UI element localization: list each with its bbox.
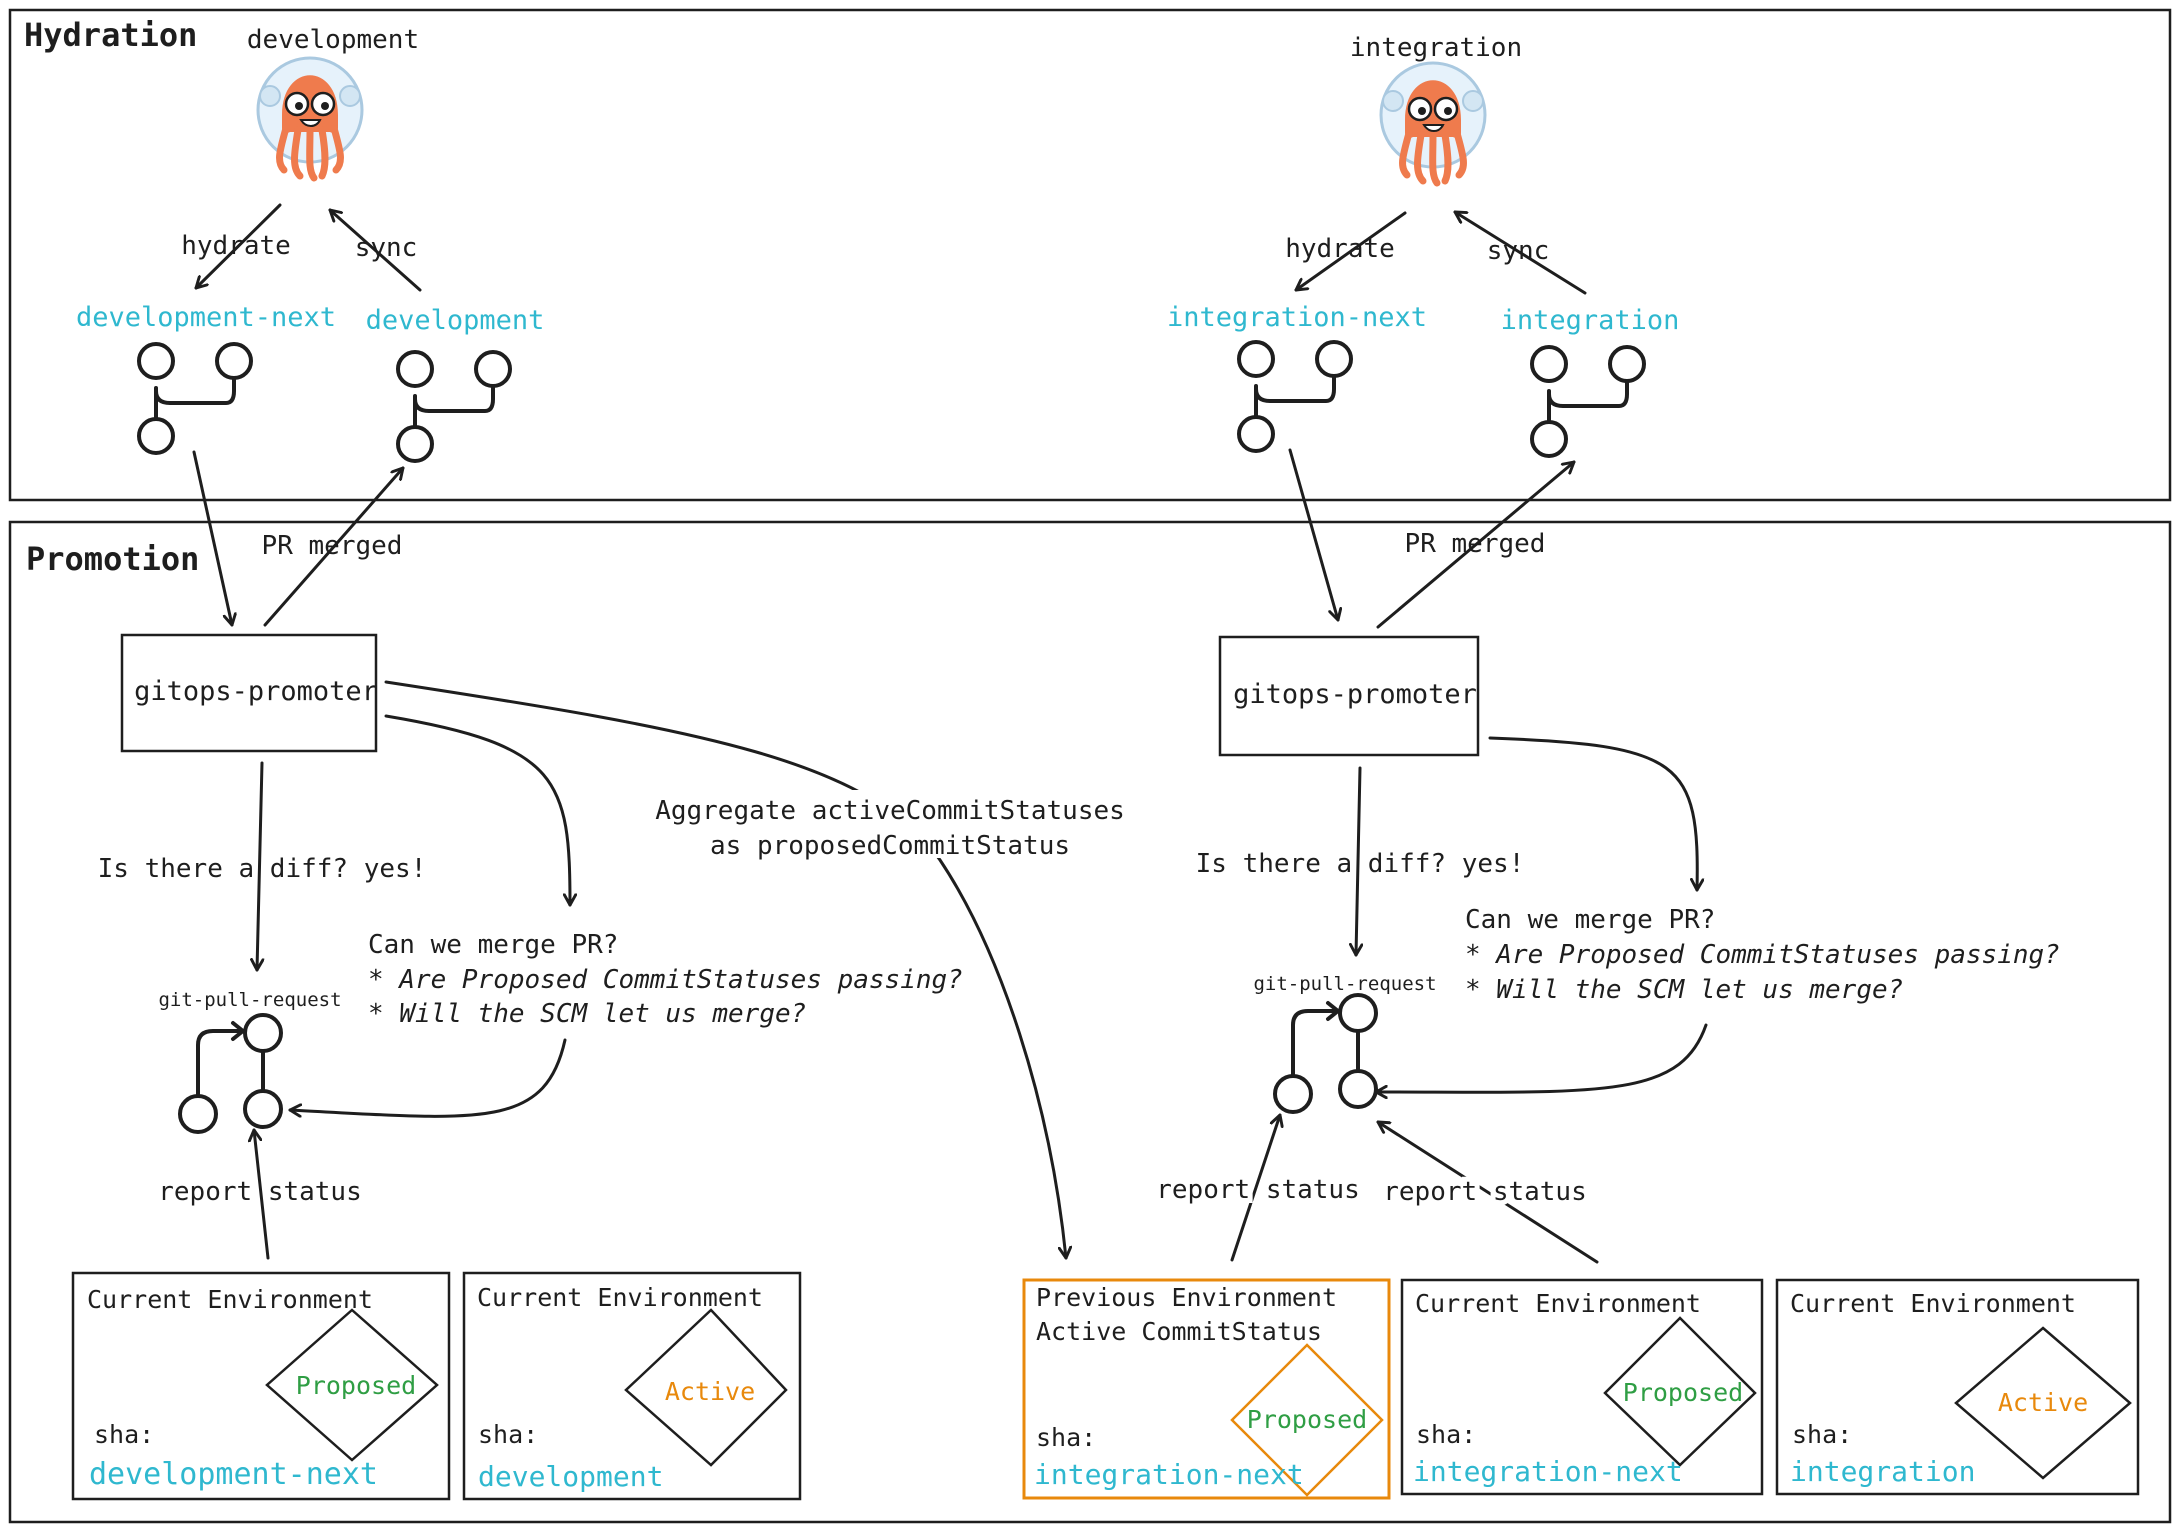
environment-card: Current Environment Active sha: integrat… (1775, 1278, 2140, 1496)
int-pr-merged-label: PR merged (1405, 529, 1546, 559)
sha-label: sha: (1416, 1420, 1476, 1449)
environment-card: Current Environment Active sha: developm… (462, 1271, 802, 1501)
dev-branch-label: development (366, 305, 545, 336)
dev-report-status-arrow (254, 1128, 270, 1260)
dev-promoter-box (120, 633, 378, 753)
dev-report-status-bg: report status (158, 1177, 362, 1207)
card-title: Previous Environment (1036, 1283, 1337, 1312)
int-next-to-promoter-arrow (1288, 448, 1338, 622)
sha-label: sha: (1792, 1420, 1852, 1449)
git-branch-icon (1530, 345, 1646, 458)
card-title: Current Environment (477, 1283, 763, 1312)
int-hydrate-label: hydrate (1285, 234, 1395, 264)
promotion-section (8, 520, 2172, 1524)
int-diff-label: Is there a diff? yes! (1196, 849, 1525, 879)
dev-merge-check-arrow (384, 714, 570, 907)
int-next-branch-label: integration-next (1167, 302, 1427, 333)
int-merge-to-pr-arrow (1374, 1023, 1708, 1092)
status-label: Active (665, 1377, 755, 1406)
dev-diff-arrow (257, 761, 262, 972)
int-report-status-arrow-current (1376, 1120, 1599, 1264)
octopus-mascot-icon (1381, 63, 1485, 183)
sha-value: integration (1790, 1455, 1975, 1488)
int-diff-arrow (1356, 766, 1360, 957)
octopus-mascot-icon (258, 58, 362, 178)
dev-pr-merged-arrow (263, 466, 405, 627)
int-merge-check-arrow (1488, 736, 1697, 892)
status-diamond (1603, 1316, 1757, 1467)
aggregate-label-line2: as proposedCommitStatus (710, 831, 1070, 861)
environment-card: Current Environment Proposed sha: develo… (71, 1271, 451, 1501)
dev-hydrate-label: hydrate (181, 231, 291, 261)
int-promoter-box (1218, 635, 1480, 757)
int-promoter-label: gitops-promoter (1233, 679, 1477, 710)
sha-value: development (478, 1460, 663, 1493)
git-pull-request-icon (1273, 993, 1378, 1114)
dev-merge-q-line2: * Are Proposed CommitStatuses passing? (368, 965, 963, 995)
hydration-section (8, 8, 2172, 502)
sha-label: sha: (94, 1420, 154, 1449)
int-report-status-label-1: report status (1156, 1175, 1360, 1205)
dev-hydrate-arrow (194, 203, 282, 290)
git-pull-request-icon (178, 1013, 283, 1134)
int-report-status-label-2: report status (1383, 1177, 1587, 1207)
dev-merge-to-pr-arrow (288, 1038, 567, 1118)
int-merge-q-line1: Can we merge PR? (1465, 905, 1715, 935)
dev-pr-merged-label: PR merged (262, 531, 403, 561)
status-diamond (1230, 1343, 1384, 1497)
dev-diff-label: Is there a diff? yes! (98, 854, 427, 884)
dev-sync-label: sync (355, 233, 418, 263)
dev-report-status-label: report status (158, 1177, 362, 1207)
sha-value: integration-next (1413, 1455, 1683, 1488)
status-diamond (265, 1308, 439, 1462)
int-report-status-bg-2: report status (1383, 1177, 1587, 1207)
dev-promoter-label: gitops-promoter (134, 676, 378, 707)
status-diamond (1954, 1326, 2132, 1480)
int-hydrate-arrow (1294, 211, 1407, 292)
card-title: Current Environment (87, 1285, 373, 1314)
git-branch-icon (1237, 340, 1353, 453)
git-branch-icon (137, 342, 253, 455)
status-label: Active (1998, 1388, 2088, 1417)
previous-environment-card: Previous Environment Active CommitStatus… (1022, 1278, 1391, 1500)
int-diff-label-bg: Is there a diff? yes! (1196, 849, 1525, 879)
int-sync-label: sync (1487, 236, 1550, 266)
card-title: Current Environment (1790, 1289, 2076, 1318)
hydration-title: Hydration (24, 16, 197, 54)
dev-next-branch-label: development-next (76, 302, 336, 333)
int-pr-merged-arrow (1376, 460, 1576, 629)
status-label: Proposed (1247, 1405, 1367, 1434)
card-title: Current Environment (1415, 1289, 1701, 1318)
status-label: Proposed (1623, 1378, 1743, 1407)
int-sync-arrow (1453, 210, 1587, 295)
aggregate-label-bg (660, 790, 1120, 858)
int-merge-q-line2: * Are Proposed CommitStatuses passing? (1465, 940, 2060, 970)
git-branch-icon (396, 350, 512, 463)
card-subtitle: Active CommitStatus (1036, 1317, 1322, 1346)
environment-card: Current Environment Proposed sha: integr… (1400, 1278, 1764, 1496)
int-report-status-bg-1: report status (1156, 1175, 1360, 1205)
dev-next-to-promoter-arrow (192, 450, 232, 627)
status-label: Proposed (296, 1371, 416, 1400)
dev-env-label: development (247, 25, 419, 55)
sha-value: development-next (89, 1457, 378, 1492)
dev-sync-arrow (328, 208, 422, 292)
int-report-status-arrow-prev (1230, 1113, 1280, 1262)
dev-diff-label-bg: Is there a diff? yes! (98, 854, 427, 884)
dev-merge-q-line3: * Will the SCM let us merge? (368, 999, 806, 1029)
int-env-label: integration (1350, 33, 1522, 63)
sha-value: integration-next (1034, 1458, 1304, 1491)
dev-merge-q-line1: Can we merge PR? (368, 930, 618, 960)
status-diamond (624, 1308, 788, 1467)
sha-label: sha: (478, 1420, 538, 1449)
int-git-pull-request-label: git-pull-request (1253, 973, 1436, 995)
int-merge-q-line3: * Will the SCM let us merge? (1465, 975, 1903, 1005)
dev-git-pull-request-label: git-pull-request (158, 989, 341, 1011)
int-branch-label: integration (1501, 305, 1680, 336)
promotion-title: Promotion (26, 540, 199, 578)
sha-label: sha: (1036, 1423, 1096, 1452)
aggregate-label-line1: Aggregate activeCommitStatuses (655, 796, 1125, 826)
